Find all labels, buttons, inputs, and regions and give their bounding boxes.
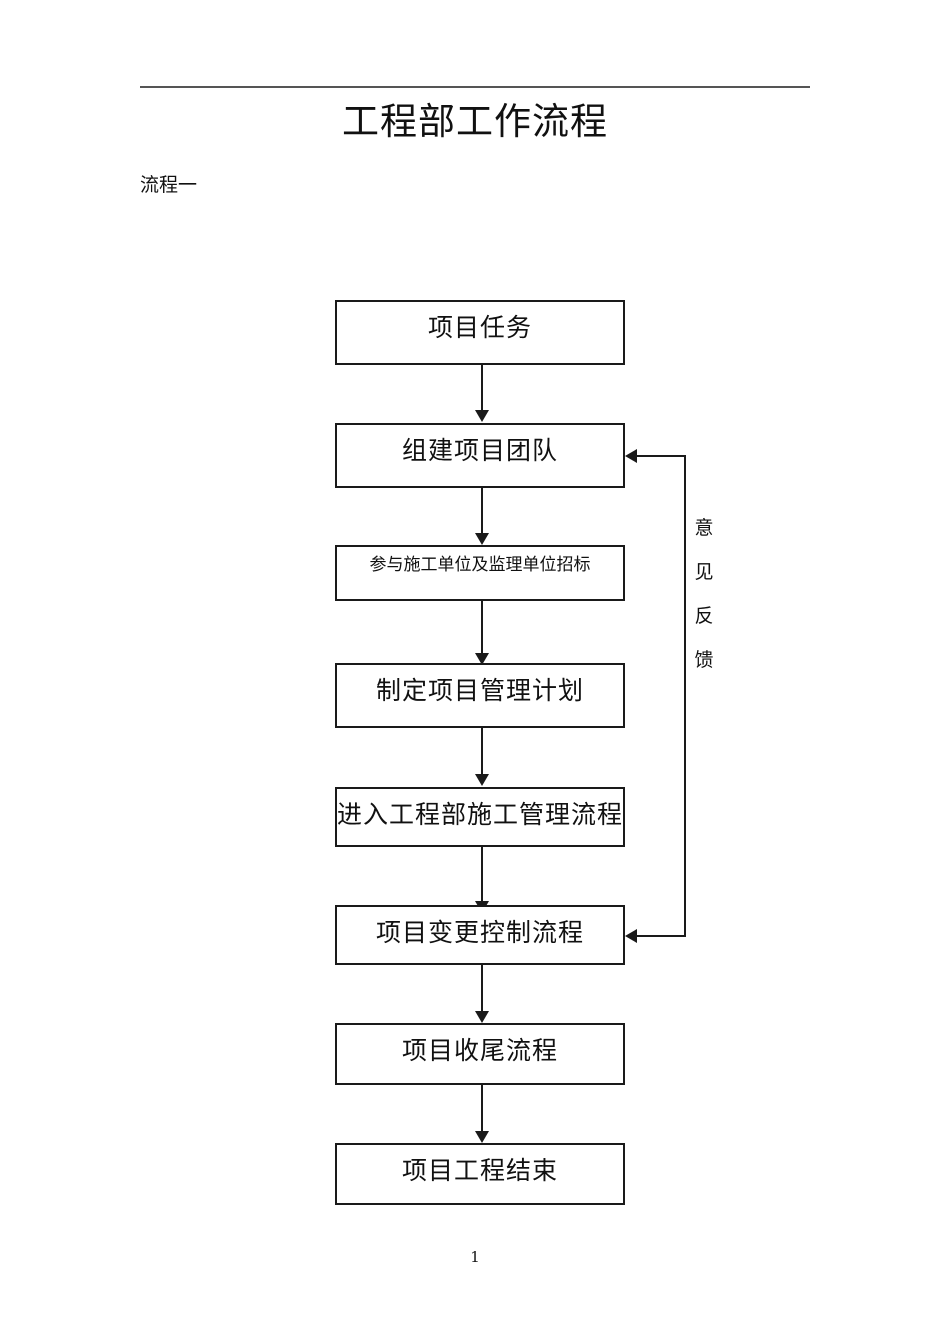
section-label: 流程一 (140, 174, 198, 196)
flow-node-closing-process: 项目收尾流程 (335, 1023, 625, 1085)
flow-node-build-team: 组建项目团队 (335, 423, 625, 488)
flow-node-label: 进入工程部施工管理流程 (337, 800, 624, 829)
flow-node-label: 项目收尾流程 (401, 1036, 558, 1065)
flow-connector-4-5 (481, 728, 483, 776)
flow-node-label: 项目变更控制流程 (375, 918, 584, 947)
flow-node-label: 制定项目管理计划 (375, 676, 584, 705)
flow-node-management-plan: 制定项目管理计划 (335, 663, 625, 728)
flow-arrowhead-down (475, 533, 489, 545)
feedback-loop-top-line (636, 455, 686, 457)
feedback-loop-label: 意 见 反 馈 (690, 506, 718, 682)
flow-connector-5-6 (481, 847, 483, 903)
feedback-label-char: 馈 (694, 649, 714, 671)
feedback-label-char: 反 (694, 605, 714, 627)
flow-arrowhead-down (475, 410, 489, 422)
flow-connector-2-3 (481, 488, 483, 535)
flow-node-project-end: 项目工程结束 (335, 1143, 625, 1205)
flow-arrowhead-down (475, 1011, 489, 1023)
header-divider-rule (140, 86, 810, 88)
feedback-loop-arrowhead-to-team (625, 449, 637, 463)
page-number: 1 (470, 1248, 480, 1266)
flow-arrowhead-down (475, 653, 489, 665)
flow-node-label: 项目工程结束 (401, 1156, 558, 1185)
page-title: 工程部工作流程 (342, 100, 608, 143)
flow-node-label: 项目任务 (427, 313, 532, 342)
flow-node-project-task: 项目任务 (335, 300, 625, 365)
flow-arrowhead-down (475, 1131, 489, 1143)
flow-node-enter-construction-process: 进入工程部施工管理流程 (335, 787, 625, 847)
feedback-loop-arrowhead-to-change-control (625, 929, 637, 943)
flow-connector-7-8 (481, 1085, 483, 1133)
flow-connector-3-4 (481, 601, 483, 655)
flow-connector-1-2 (481, 365, 483, 412)
flow-node-change-control: 项目变更控制流程 (335, 905, 625, 965)
flow-connector-6-7 (481, 965, 483, 1013)
flow-node-bidding: 参与施工单位及监理单位招标 (335, 545, 625, 601)
feedback-loop-bottom-line (636, 935, 686, 937)
feedback-label-char: 意 (694, 517, 714, 539)
feedback-loop-vertical-line (684, 455, 686, 936)
flow-node-label: 参与施工单位及监理单位招标 (369, 555, 591, 575)
feedback-label-char: 见 (694, 561, 714, 583)
flow-arrowhead-down (475, 774, 489, 786)
flow-node-label: 组建项目团队 (401, 436, 558, 465)
